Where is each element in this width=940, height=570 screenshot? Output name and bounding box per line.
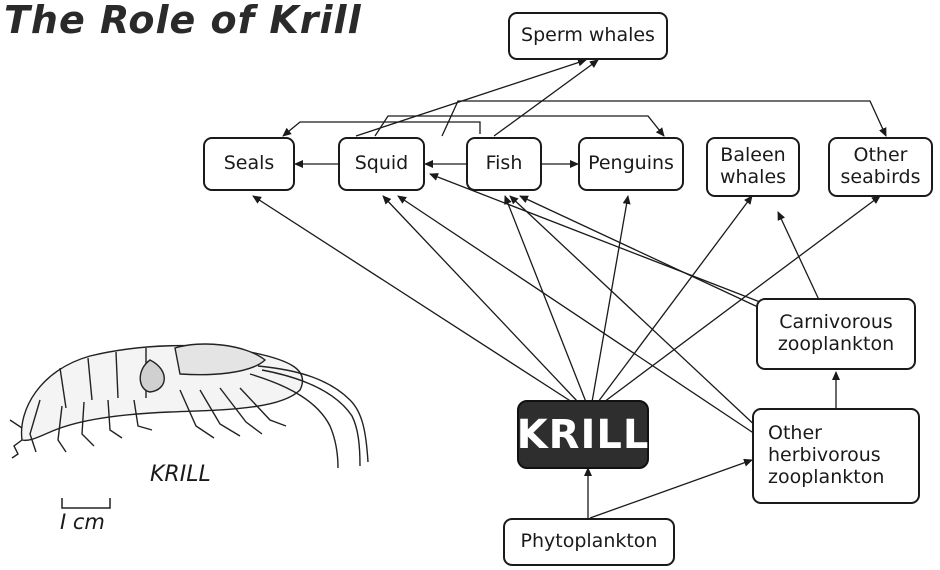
link-squid-penguins: [375, 116, 664, 136]
krill-drawing-caption: KRILL: [150, 462, 211, 487]
link-herb-fish: [510, 196, 760, 430]
link-carn-seabirds: [778, 212, 820, 302]
link-krill-penguins: [592, 196, 628, 402]
node-fish: Fish: [466, 137, 542, 191]
node-other-seabirds: Other seabirds: [828, 137, 933, 197]
link-fish-sperm: [494, 60, 598, 136]
node-squid: Squid: [338, 137, 425, 191]
page-title: The Role of Krill: [4, 0, 362, 42]
node-carnivorous-zooplankton: Carnivorous zooplankton: [756, 298, 916, 370]
node-phytoplankton: Phytoplankton: [503, 518, 675, 566]
scale-bar-label: I cm: [60, 510, 105, 534]
krill-illustration: [0, 330, 400, 470]
node-sperm-whales: Sperm whales: [508, 12, 668, 60]
node-baleen-whales: Baleen whales: [706, 137, 800, 197]
link-krill-squid: [383, 196, 578, 402]
node-krill: KRILL: [517, 400, 649, 469]
node-seals: Seals: [203, 137, 295, 191]
node-other-herbivorous-zooplankton: Other herbivorous zooplankton: [752, 408, 920, 504]
link-fish-seals: [283, 122, 480, 136]
link-krill-baleen: [598, 196, 752, 402]
link-fish-seabirds: [442, 101, 886, 136]
link-krill-fish: [505, 196, 586, 402]
scale-bar: [60, 496, 112, 510]
link-squid-sperm: [356, 60, 586, 136]
link-carn-fish: [520, 196, 760, 308]
node-penguins: Penguins: [578, 137, 684, 191]
